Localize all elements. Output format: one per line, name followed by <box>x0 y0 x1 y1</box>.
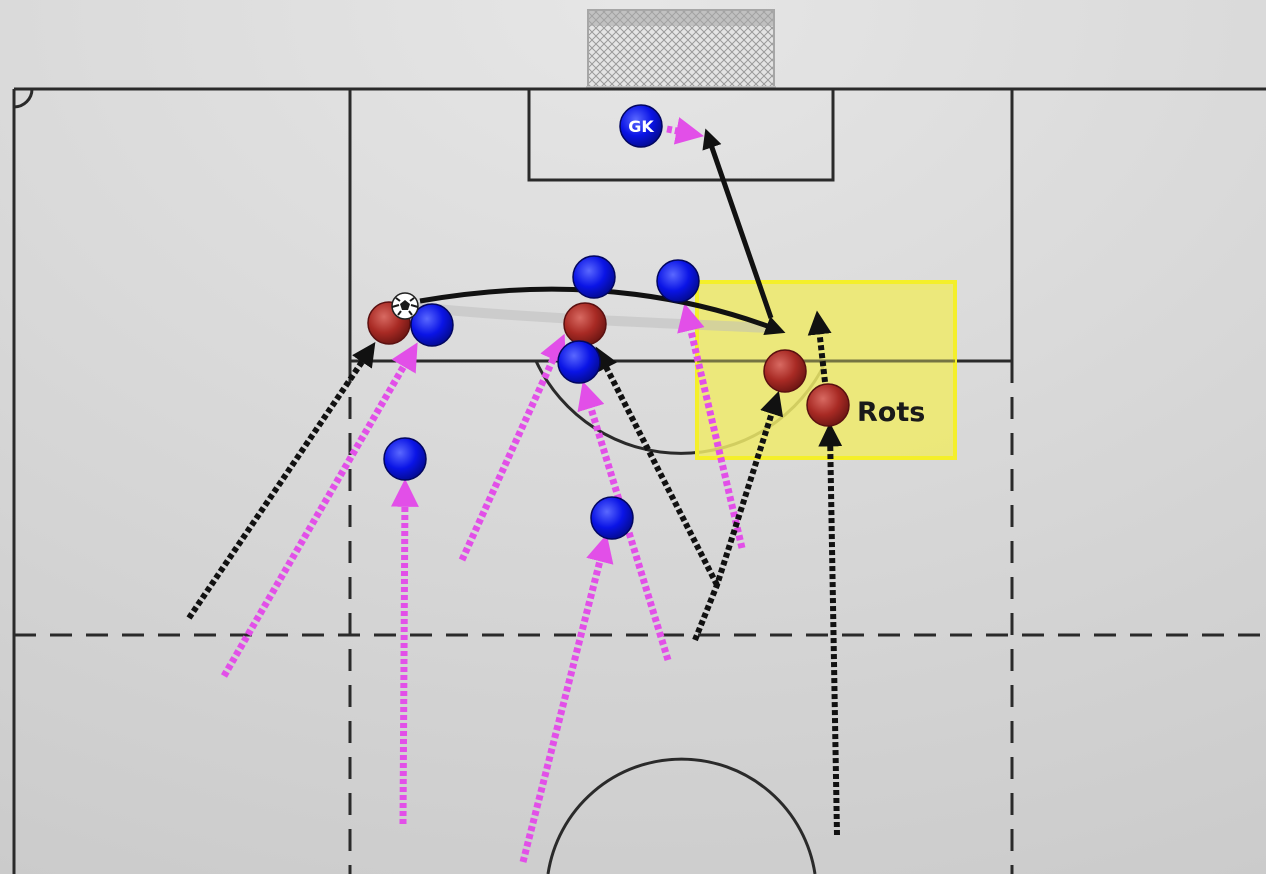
shot-arrow <box>702 128 774 319</box>
attacker-run <box>186 342 376 620</box>
blue-player[interactable] <box>410 303 454 347</box>
soccer-ball-icon[interactable] <box>391 292 419 320</box>
attacker-run <box>807 310 832 383</box>
goalkeeper[interactable]: GK <box>619 104 663 148</box>
goalkeeper-token[interactable] <box>619 104 663 148</box>
goal-net <box>586 9 776 90</box>
red-player[interactable] <box>563 302 607 346</box>
goalkeeper-step <box>666 117 704 145</box>
blue-player[interactable] <box>656 259 700 303</box>
attacker-runs <box>186 310 843 836</box>
corner-arc <box>13 88 34 109</box>
attacker-run <box>692 390 784 642</box>
blue-player[interactable] <box>572 255 616 299</box>
defender-run <box>220 342 418 678</box>
defender-run <box>519 534 614 863</box>
blue-player[interactable] <box>383 437 427 481</box>
defender-run <box>677 303 746 549</box>
blue-player[interactable] <box>557 340 601 384</box>
goal-area <box>527 87 835 182</box>
attacker-run <box>818 422 843 836</box>
red-player[interactable] <box>806 383 850 427</box>
red-player[interactable] <box>763 349 807 393</box>
zone-label: Rots <box>857 397 925 428</box>
attacker-run <box>595 346 720 587</box>
blue-player[interactable] <box>590 496 634 540</box>
centre-circle <box>546 757 817 874</box>
goalkeeper-label: GK <box>628 117 654 136</box>
pitch-markings <box>12 87 1266 874</box>
